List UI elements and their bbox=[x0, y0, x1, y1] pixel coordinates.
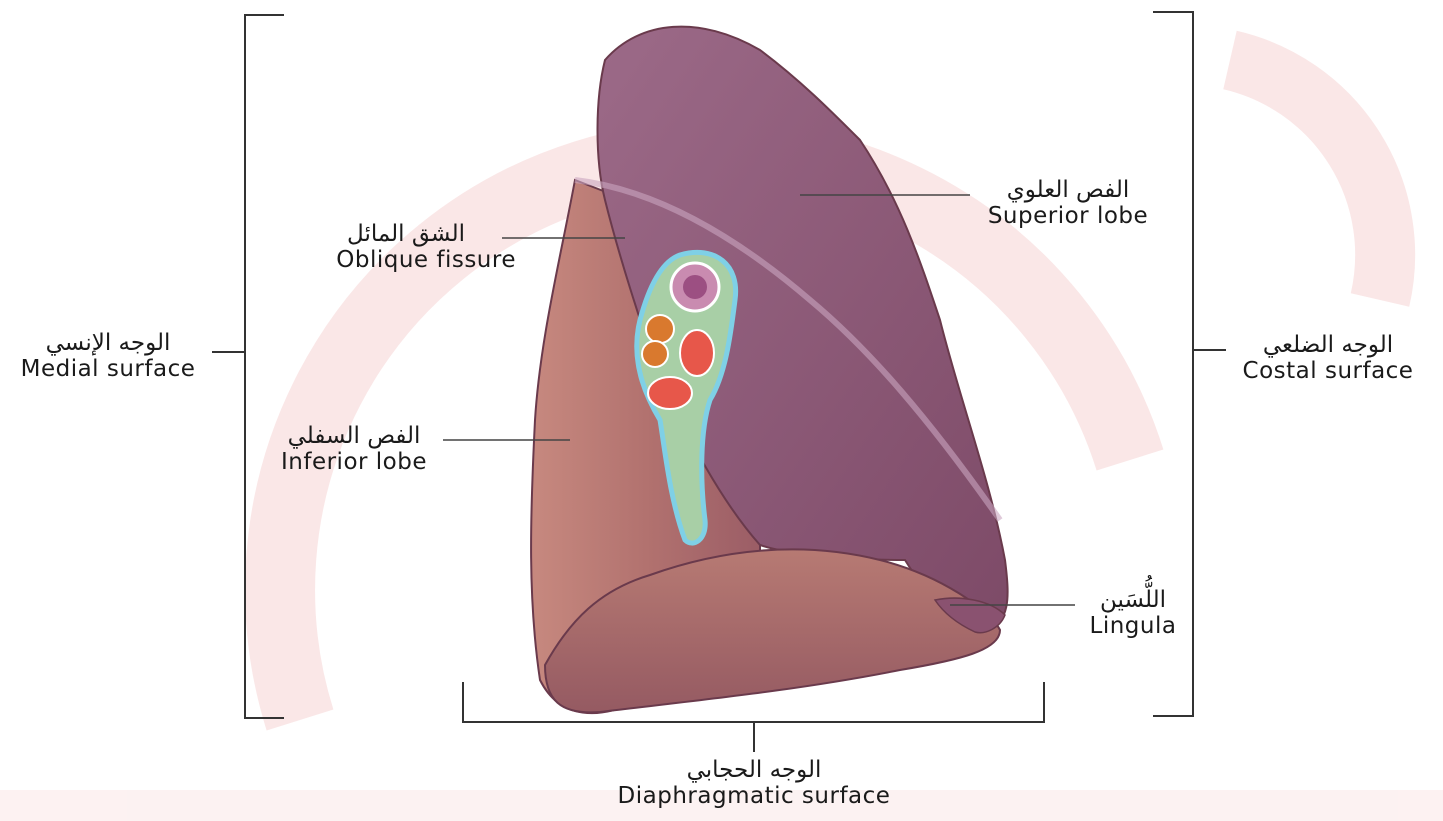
medial-surface-en: Medial surface bbox=[2, 357, 214, 383]
superior-lobe-en: Superior lobe bbox=[972, 204, 1164, 230]
label-diaphragmatic-surface: الوجه الحجابي Diaphragmatic surface bbox=[578, 758, 930, 810]
inferior-lobe-ar: الفص السفلي bbox=[262, 424, 446, 450]
label-oblique-fissure: الشق المائل Oblique fissure bbox=[296, 222, 516, 274]
label-superior-lobe: الفص العلوي Superior lobe bbox=[972, 178, 1164, 230]
label-lingula: اللُّسَين Lingula bbox=[1076, 588, 1190, 640]
medial-surface-ar: الوجه الإنسي bbox=[2, 331, 214, 357]
label-costal-surface: الوجه الضلعي Costal surface bbox=[1226, 333, 1430, 385]
costal-surface-en: Costal surface bbox=[1226, 359, 1430, 385]
diaphragmatic-surface-ar: الوجه الحجابي bbox=[578, 758, 930, 784]
lingula-ar: اللُّسَين bbox=[1076, 588, 1190, 614]
vein-shape-upper bbox=[646, 315, 674, 343]
label-inferior-lobe: الفص السفلي Inferior lobe bbox=[262, 424, 446, 476]
diaphragmatic-surface-en: Diaphragmatic surface bbox=[578, 784, 930, 810]
label-medial-surface: الوجه الإنسي Medial surface bbox=[2, 331, 214, 383]
lingula-en: Lingula bbox=[1076, 614, 1190, 640]
artery-shape-right bbox=[680, 330, 714, 376]
inferior-lobe-en: Inferior lobe bbox=[262, 450, 446, 476]
superior-lobe-ar: الفص العلوي bbox=[972, 178, 1164, 204]
artery-shape-lower bbox=[648, 377, 692, 409]
oblique-fissure-ar: الشق المائل bbox=[296, 222, 516, 248]
oblique-fissure-en: Oblique fissure bbox=[296, 248, 516, 274]
vein-shape-lower bbox=[642, 341, 668, 367]
costal-surface-ar: الوجه الضلعي bbox=[1226, 333, 1430, 359]
